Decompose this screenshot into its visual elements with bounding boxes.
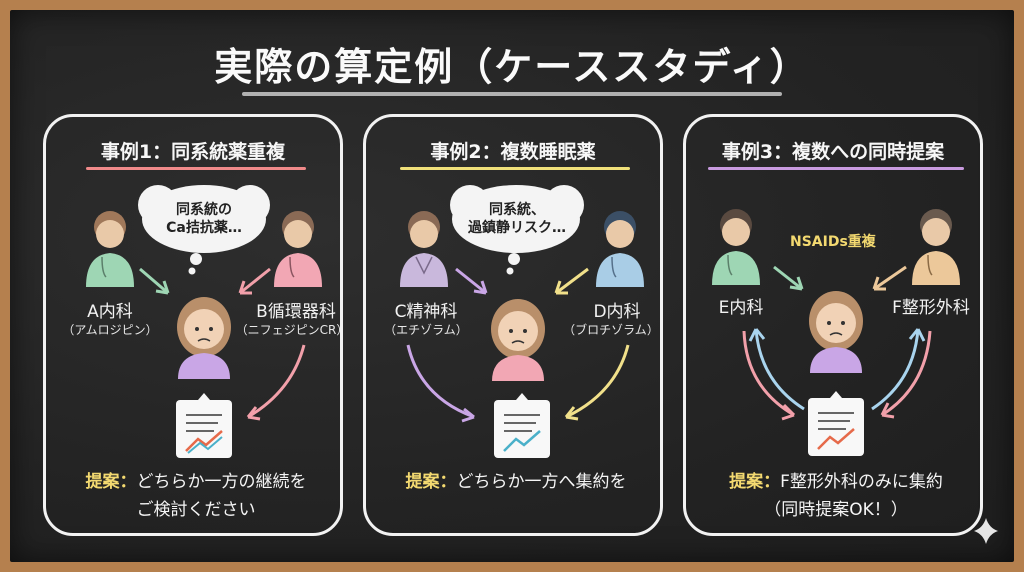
patient-icon xyxy=(177,297,231,379)
arrow-left-to-patient xyxy=(139,267,169,295)
case-3-underline xyxy=(708,167,964,170)
case-2-right-label: D内科 xyxy=(593,302,641,322)
case-1-right-label: B循環器科 xyxy=(256,302,336,322)
case-2-left-sub: （エチゾラム） xyxy=(384,323,468,337)
report-icon xyxy=(494,393,550,458)
case-1-right-sub: （ニフェジピンCR） xyxy=(235,323,349,337)
arrow-left-return xyxy=(754,328,805,411)
arrow-right-to-patient xyxy=(555,267,589,295)
case-panel-3: 事例3：複数への同時提案 xyxy=(683,114,983,536)
doctor-left-icon xyxy=(86,211,134,287)
doctor-left-icon xyxy=(400,211,448,287)
arrow-right-to-patient xyxy=(239,267,271,295)
arrow-left-to-patient xyxy=(455,267,487,295)
case-3-proposal-line2: （同時提案OK！） xyxy=(764,500,908,520)
doctor-right-icon xyxy=(912,209,960,285)
case-3-proposal: 提案：F整形外科のみに集約 xyxy=(729,472,943,492)
chalkboard: 実際の算定例（ケーススタディ） 事例1：同系統薬重複 xyxy=(10,10,1014,562)
doctor-right-icon xyxy=(596,211,644,287)
case-1-proposal-line2: ご検討ください xyxy=(136,500,256,520)
arrow-right-to-patient xyxy=(873,265,907,291)
arrow-left-to-patient xyxy=(773,265,803,291)
title-underline xyxy=(242,92,782,96)
case-3-illustration xyxy=(712,209,960,456)
case-1-left-label: A内科 xyxy=(87,302,133,322)
doctor-left-icon xyxy=(712,209,760,285)
case-1-left-sub: （アムロジピン） xyxy=(62,323,158,337)
report-icon xyxy=(808,391,864,456)
arrow-right-return xyxy=(871,328,920,411)
case-2-left-label: C精神科 xyxy=(394,302,458,322)
arrow-right-to-report xyxy=(565,344,630,419)
arrow-right-to-report xyxy=(881,330,932,417)
case-panel-1: 事例1：同系統薬重複 xyxy=(43,114,348,536)
doctor-right-icon xyxy=(274,211,322,287)
case-2-heading: 事例2：複数睡眠薬 xyxy=(430,141,596,163)
case-1-underline xyxy=(86,167,306,170)
case-3-right-label: F整形外科 xyxy=(892,298,970,318)
case-2-right-sub: （ブロチゾラム） xyxy=(563,323,659,337)
case-3-left-label: E内科 xyxy=(718,298,764,318)
page-title: 実際の算定例（ケーススタディ） xyxy=(214,45,810,89)
case-2-underline xyxy=(400,167,630,170)
case-1-illustration xyxy=(86,185,322,458)
patient-icon xyxy=(491,299,545,381)
case-2-proposal: 提案：どちらか一方へ集約を xyxy=(405,472,627,492)
case-3-heading: 事例3：複数への同時提案 xyxy=(721,141,945,163)
case-3-tag: NSAIDs重複 xyxy=(790,234,876,250)
case-2-illustration xyxy=(400,185,644,458)
case-1-proposal: 提案：どちらか一方の継続を xyxy=(85,472,307,492)
arrow-left-to-report xyxy=(406,344,475,419)
arrow-left-to-report xyxy=(742,330,795,417)
report-icon xyxy=(176,393,232,458)
arrow-to-report xyxy=(247,344,306,419)
case-2-bubble-text: 同系統、過鎮静リスク… xyxy=(468,202,566,236)
patient-icon xyxy=(809,291,863,373)
case-1-heading: 事例1：同系統薬重複 xyxy=(100,141,286,163)
thought-bubble xyxy=(450,185,584,275)
case-panel-2: 事例2：複数睡眠薬 xyxy=(363,114,663,536)
thought-bubble xyxy=(138,185,270,275)
